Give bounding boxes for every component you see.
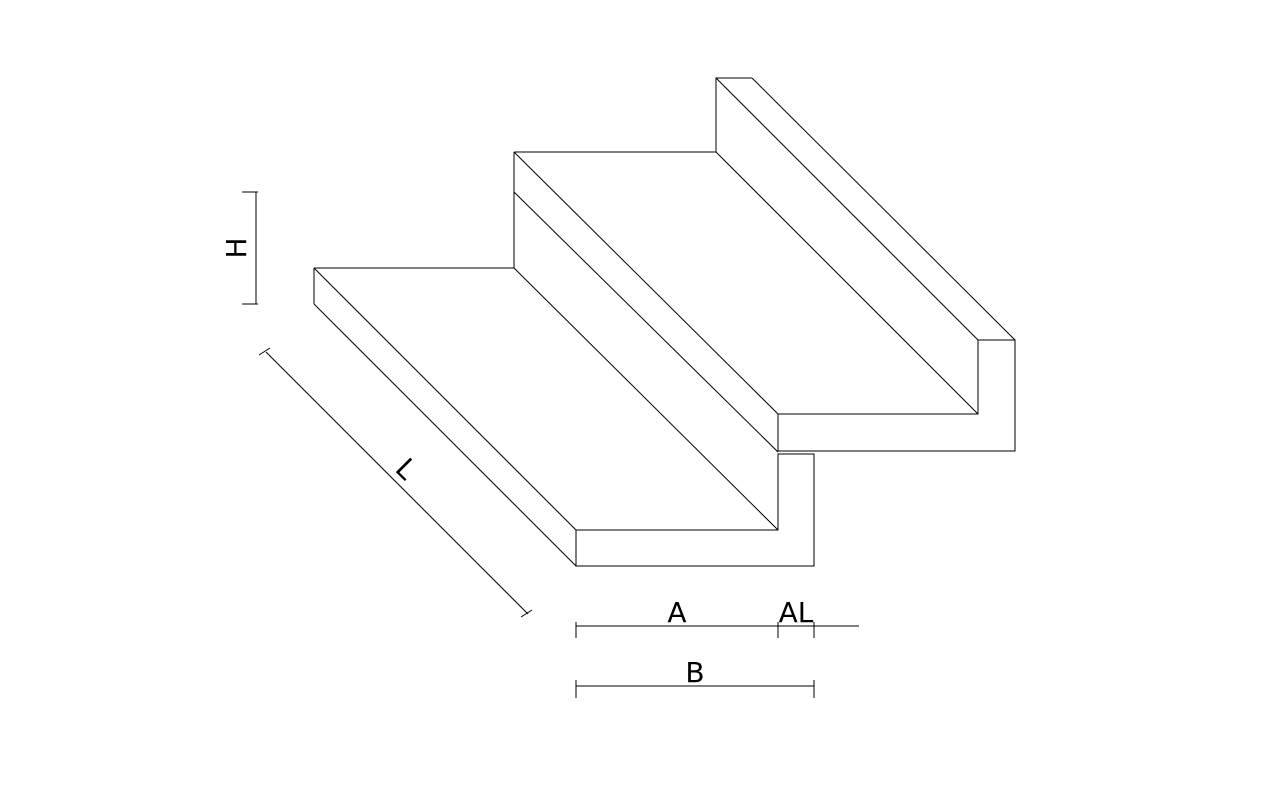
- upper-step-front-profile: [777, 339, 1016, 452]
- lower-step-left-top-edge: [313, 267, 577, 531]
- dimension-l-tick-end: [520, 609, 533, 618]
- dimension-al-label: AL: [779, 596, 814, 629]
- upper-step-inner-diagonal: [715, 151, 979, 415]
- dimension-l: L: [258, 347, 533, 618]
- upper-step-top-left-diagonal: [513, 151, 779, 415]
- lower-step-left-bottom-edge: [313, 303, 577, 567]
- upper-step: [513, 77, 1016, 453]
- dimension-b: B: [575, 656, 815, 698]
- dimension-l-tick-start: [258, 347, 271, 356]
- upper-step-back-wall-diagonal-inner: [715, 77, 979, 341]
- dimension-h: H: [220, 191, 258, 305]
- dimension-b-label: B: [685, 656, 704, 689]
- dimension-l-line: [265, 351, 529, 615]
- upper-step-back-wall-diagonal-outer: [751, 77, 1016, 341]
- dimension-l-label: L: [389, 452, 424, 487]
- dimension-h-label: H: [220, 237, 253, 258]
- upper-step-back-wall: [715, 77, 752, 152]
- lower-step: [313, 267, 815, 567]
- lower-step-front-profile: [575, 453, 815, 567]
- dimension-a-label: A: [667, 596, 686, 629]
- lower-step-inner-diagonal: [513, 267, 779, 531]
- dimension-a-al: A AL: [575, 596, 859, 638]
- upper-step-riser-joint: [513, 191, 779, 453]
